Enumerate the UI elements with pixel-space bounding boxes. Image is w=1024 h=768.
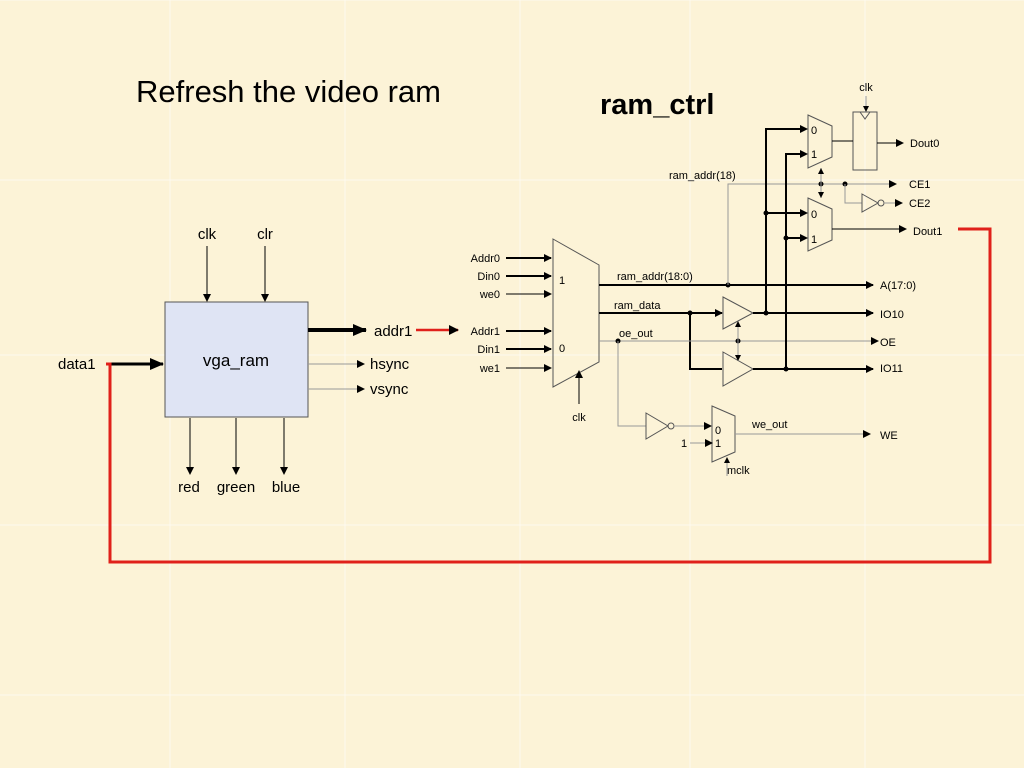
- io11-feed: [785, 153, 806, 369]
- ram-addr-18-wire: [727, 183, 889, 285]
- clk-input-label: clk: [198, 226, 217, 243]
- dout1-mux-in1-arrow: [800, 234, 808, 242]
- blue-label: blue: [272, 479, 300, 496]
- ram-data-junction: [687, 310, 693, 316]
- vsync-label: vsync: [370, 381, 409, 398]
- ce2-wire-a: [844, 184, 862, 204]
- ce2-arrowhead: [895, 199, 903, 207]
- ce2-label: CE2: [909, 198, 930, 210]
- oe-label: OE: [880, 337, 896, 349]
- we-inverter: [645, 412, 669, 440]
- addr1-in-label: Addr1: [471, 326, 500, 338]
- ce1-label: CE1: [909, 179, 930, 191]
- addr1-label: addr1: [374, 323, 412, 340]
- io10-label: IO10: [880, 309, 904, 321]
- red-label: red: [178, 479, 200, 496]
- dout1-mux-in0-arrow: [800, 209, 808, 217]
- a-17-0-label: A(17:0): [880, 280, 916, 292]
- din0-label: Din0: [477, 271, 500, 283]
- we-out-label: we_out: [751, 419, 787, 431]
- ce2-inverter: [861, 193, 880, 213]
- ram-data-label: ram_data: [614, 300, 661, 312]
- constant-one-label: 1: [681, 438, 687, 450]
- oe-enable-arrow-up: [735, 321, 741, 327]
- dout1-mux-sel1: 1: [811, 234, 817, 246]
- io10-feed: [765, 128, 806, 313]
- mux-select-arrow-down: [818, 192, 824, 198]
- ram-addr-18-0-label: ram_addr(18:0): [617, 271, 693, 283]
- vga-ram-block: vga_ram clk clr data1 addr1 hsync vsync …: [58, 226, 412, 496]
- we-mux-sel1: 1: [715, 438, 721, 450]
- register-clk-label: clk: [859, 82, 873, 94]
- mclk-label: mclk: [727, 465, 750, 477]
- dout0-mux-in0-arrow: [800, 125, 808, 133]
- main-mux: [552, 238, 600, 388]
- ce1-arrowhead: [889, 180, 897, 188]
- dout0-mux-sel0: 0: [811, 125, 817, 137]
- register-clock-notch: [859, 111, 871, 120]
- ram-data-branch: [689, 313, 722, 370]
- we0-label: we0: [479, 289, 500, 301]
- we1-label: we1: [479, 363, 500, 375]
- mclk-arrow: [724, 457, 730, 463]
- feedback-wire: [106, 227, 992, 564]
- we-mux-sel0: 0: [715, 425, 721, 437]
- we-mux-in0-arrow: [704, 422, 712, 430]
- we-arrowhead: [863, 430, 871, 438]
- main-mux-sel0: 0: [559, 343, 565, 355]
- slide-subtitle: ram_ctrl: [600, 89, 714, 121]
- slide-title: Refresh the video ram: [136, 74, 441, 109]
- io10-feed-junction: [763, 210, 769, 216]
- we-path-wire: [617, 341, 646, 427]
- register-clk-arrow: [863, 106, 869, 112]
- we-label: WE: [880, 430, 898, 442]
- dout1-mux-sel0: 0: [811, 209, 817, 221]
- io11-label: IO11: [880, 363, 903, 375]
- clr-input-label: clr: [257, 226, 273, 243]
- mux-select-arrow-up: [818, 168, 824, 174]
- din1-label: Din1: [477, 344, 500, 356]
- addr0-label: Addr0: [471, 253, 500, 265]
- green-label: green: [217, 479, 255, 496]
- oe-out-label: oe_out: [619, 328, 653, 340]
- main-mux-clk-label: clk: [572, 412, 586, 424]
- hsync-label: hsync: [370, 356, 410, 373]
- ram-addr-18-label: ram_addr(18): [669, 170, 736, 182]
- dout0-mux-sel1: 1: [811, 149, 817, 161]
- data1-label: data1: [58, 356, 96, 373]
- we-mux-in1-arrow: [705, 439, 713, 447]
- dout1-mux: [807, 197, 833, 252]
- dout0-mux: [807, 114, 833, 169]
- oe-enable-arrow-down: [735, 355, 741, 361]
- ram-ctrl-diagram: 1 0 Addr0 Din0 we0 Addr1 Din1 we1 clk ra…: [471, 82, 943, 477]
- dout1-label: Dout1: [913, 226, 942, 238]
- dout0-mux-in1-arrow: [800, 150, 808, 158]
- vga-ram-label: vga_ram: [203, 351, 269, 370]
- io11-feed-junction: [783, 235, 789, 241]
- main-mux-sel1: 1: [559, 275, 565, 287]
- dout0-label: Dout0: [910, 138, 939, 150]
- oe-arrowhead: [871, 337, 879, 345]
